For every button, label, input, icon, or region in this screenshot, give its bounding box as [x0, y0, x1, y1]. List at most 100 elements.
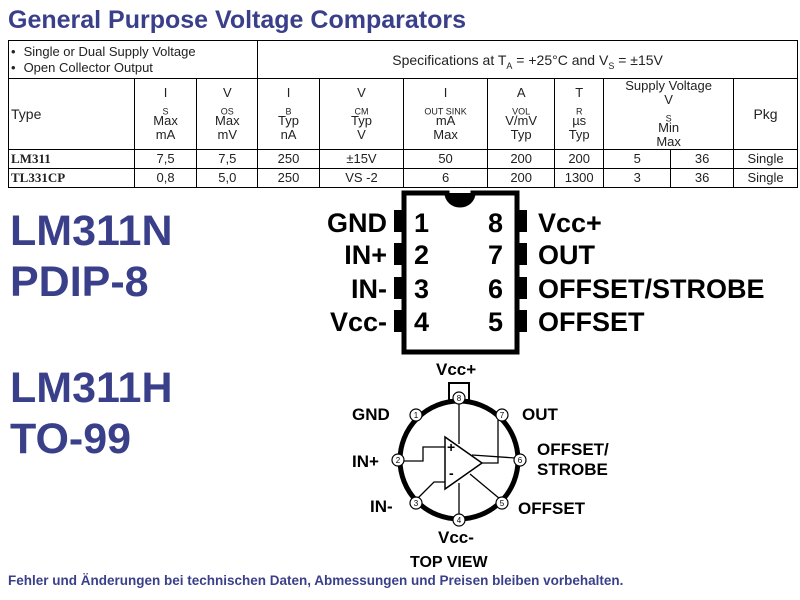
cell-iout: 6 [403, 168, 489, 188]
cell-ib: 250 [257, 168, 320, 188]
pdip-pin-number: 2 [414, 240, 430, 270]
pdip-pin-label: OUT [538, 240, 595, 270]
pdip-pin-number: 3 [414, 274, 430, 304]
to99-pin-4 [452, 513, 466, 527]
opamp-signs: + - [447, 439, 455, 481]
feature-item: Open Collector Output [11, 60, 255, 76]
pdip-pin-label: IN+ [344, 240, 387, 270]
table-row: TL331CP 0,8 5,0 250 VS -2 6 200 1300 3 3… [8, 168, 798, 188]
header-type: Type [8, 78, 135, 150]
to99-pin-label: OFFSET [518, 499, 586, 518]
pdip-pin-number: 5 [488, 307, 504, 337]
pdip-pin-lead [394, 310, 404, 332]
to99-pin-label: Vcc- [438, 528, 474, 547]
pdip-package-name: PDIP-8 [10, 258, 149, 306]
pdip-pin-label: Vcc- [329, 307, 387, 337]
opamp-triangle [444, 435, 484, 491]
cell-iout: 50 [403, 149, 489, 169]
pin-number: 8 [457, 394, 462, 403]
to99-pin-7 [495, 408, 509, 422]
to99-pin-label: OFFSET/ STROBE [537, 440, 609, 479]
header-pkg: Pkg [733, 78, 798, 150]
wire-strobe [471, 454, 516, 459]
cell-vcm: VS -2 [318, 168, 405, 188]
pdip-pin-number: 1 [414, 208, 430, 238]
cell-vmin: 3 [603, 168, 672, 188]
to99-pin-6 [513, 453, 527, 467]
pin-number: 4 [457, 516, 462, 525]
to99-pin-3 [409, 496, 423, 510]
feature-row: Single or Dual Supply Voltage Open Colle… [7, 40, 798, 79]
to99-pin-label: IN+ [352, 452, 379, 471]
pin-number: 3 [414, 499, 419, 508]
pdip-pin-label: OFFSET [538, 307, 645, 337]
features-cell: Single or Dual Supply Voltage Open Colle… [7, 40, 259, 79]
wire-out [482, 420, 499, 464]
to99-pin-numbers: 1 2 3 4 5 6 7 8 [396, 394, 523, 525]
pdip-pin-lead [517, 243, 527, 265]
pdip-pin-label: GND [327, 208, 387, 238]
pdip-pin-number: 8 [488, 208, 504, 238]
to99-package-name: TO-99 [10, 415, 132, 463]
pin-number: 1 [414, 411, 419, 420]
pin-number: 7 [500, 411, 505, 420]
to99-pin-label: Vcc+ [436, 360, 477, 379]
cell-vos: 5,0 [196, 168, 259, 188]
pdip-package-diagram [394, 190, 527, 355]
pdip-pin-lead [394, 277, 404, 299]
wire-offset [469, 473, 501, 500]
to99-part-number: LM311H [10, 364, 173, 412]
pdip-pin-lead [517, 310, 527, 332]
spec-condition-cell: Specifications at TA = +25°C and VS = ±1… [257, 40, 798, 79]
to99-pin-label: IN- [370, 497, 393, 516]
to99-pin-5 [495, 496, 509, 510]
to99-pin-label: GND [352, 405, 390, 424]
pdip-part-number: LM311N [10, 207, 173, 255]
cell-is: 0,8 [133, 168, 198, 188]
to99-pin-label: OUT [522, 405, 558, 424]
spec-table: Single or Dual Supply Voltage Open Colle… [7, 40, 798, 188]
pdip-pin-lead [517, 210, 527, 232]
pdip-pin-number: 4 [414, 307, 430, 337]
pdip-pin-label: IN- [351, 274, 387, 304]
feature-item: Single or Dual Supply Voltage [11, 44, 255, 60]
to99-pin-2 [391, 453, 405, 467]
opamp-plus-sign: + [447, 439, 455, 455]
cell-is: 7,5 [133, 149, 198, 169]
to99-pin-8 [452, 391, 466, 405]
pdip-pin-lead [517, 277, 527, 299]
opamp-minus-sign: - [449, 465, 454, 481]
pdip-pin-lead [394, 243, 404, 265]
cell-vmax: 36 [670, 168, 735, 188]
cell-avol: 200 [487, 168, 556, 188]
pdip-pin-lead [394, 210, 404, 232]
pdip-pin-label: OFFSET/STROBE [538, 274, 765, 304]
pdip-pin-label: Vcc+ [538, 208, 602, 238]
wire-in-minus [416, 481, 445, 500]
wire-in-plus [401, 446, 445, 462]
cell-pkg: Single [733, 168, 798, 188]
to99-package-diagram [391, 382, 527, 527]
pdip-pin-number: 7 [488, 240, 504, 270]
to99-pin-1 [409, 408, 423, 422]
pdip-notch [447, 193, 473, 205]
cell-type: TL331CP [8, 168, 135, 188]
pin-number: 2 [396, 456, 401, 465]
pdip-pin-number: 6 [488, 274, 504, 304]
page-title: General Purpose Voltage Comparators [8, 6, 466, 34]
footer-disclaimer: Fehler und Änderungen bei technischen Da… [8, 573, 624, 588]
cell-tr: 1300 [554, 168, 605, 188]
pin-number: 6 [518, 456, 523, 465]
pin-number: 5 [500, 499, 505, 508]
to99-view-label: TOP VIEW [410, 554, 488, 571]
